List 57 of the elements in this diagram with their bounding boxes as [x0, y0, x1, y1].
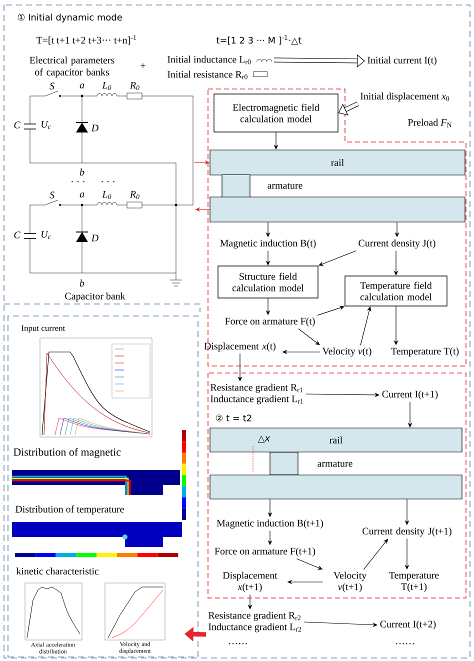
- node-label: b: [80, 280, 84, 286]
- armature-box: [270, 452, 298, 476]
- quantity-text: Current I(t+2): [380, 620, 436, 630]
- parameter-text: Initial inductance L$_{r0}$: [168, 56, 272, 64]
- model-box: Structure field calculation model: [218, 266, 318, 298]
- parameter-text: Resistance gradient R$_{r2}$ Inductance gradient L$_{r2}$: [208, 612, 302, 632]
- component-label: U$_{c}$: [42, 120, 51, 130]
- quantity-text: Force on armature F(t): [225, 317, 315, 327]
- section-heading: ① Initial dynamic mode: [18, 14, 122, 22]
- panel-heading: kinetic characteristic: [16, 567, 99, 574]
- quantity-text: Force on armature F(t+1): [214, 547, 316, 557]
- armature-box: [222, 174, 250, 198]
- quantity-text: Temperature T(t): [391, 347, 459, 357]
- panel-heading: Distribution of temperature: [15, 505, 124, 515]
- panel-frame: [8, 316, 198, 658]
- part-label: armature: [268, 183, 302, 189]
- quantity-text: Displacement x(t): [204, 342, 276, 352]
- component-label: U$_{c}$: [42, 230, 51, 240]
- quantity-text: Displacement x(t+1): [222, 572, 278, 592]
- input-text: Initial displacement x$_{0}$: [360, 92, 450, 102]
- parameter-text: Resistance gradient R$_{r1}$ Inductance gradient L$_{r1}$: [210, 384, 303, 404]
- caption-text: Capacitor bank: [65, 292, 126, 302]
- component-label: R$_{0}$: [130, 190, 140, 200]
- component-label: L$_{0}$: [102, 190, 112, 200]
- parameter-text: Initial resistance R$_{r0}$: [168, 70, 268, 80]
- node-label: b: [80, 168, 84, 176]
- ellipsis: ······: [229, 643, 247, 644]
- arrow: [338, 102, 359, 116]
- ellipsis: · · ·: [72, 181, 84, 182]
- ellipsis: ······: [396, 643, 414, 644]
- plus-sign: +: [140, 63, 146, 68]
- panel-heading: Distribution of magnetic: [14, 448, 121, 458]
- quantity-text: Current I(t+1): [382, 390, 438, 400]
- arrow: [274, 54, 365, 68]
- quantity-text: Current density J(t): [358, 239, 436, 249]
- panel-heading: Input current: [22, 325, 66, 333]
- parameter-text: Electrical parameters of capacitor banks: [30, 56, 114, 78]
- model-box: Temperature field calculation model: [344, 276, 448, 306]
- quantity-text: Velocity v(t+1): [334, 572, 367, 592]
- component-label: D: [91, 124, 98, 132]
- quantity-text: Current density J(t+1): [362, 527, 452, 537]
- quantity-text: Magnetic induction B(t+1): [216, 519, 323, 529]
- component-label: S: [50, 192, 54, 198]
- quantity-text: Velocity v(t): [322, 347, 372, 357]
- quantity-text: Magnetic induction B(t): [220, 239, 316, 249]
- input-text: Preload F$_{N}$: [408, 118, 452, 128]
- node-label: a: [80, 192, 84, 198]
- formula-text: t=[1 2 3 ··· M ]$^{-1}$·△t: [216, 35, 302, 45]
- step-heading: ② t = t2: [216, 414, 252, 422]
- displacement-label: △x: [258, 436, 270, 442]
- formula-text: T=[t t+1 t+2 t+3··· t+n]$^{-1}$: [36, 35, 136, 45]
- part-label: armature: [318, 461, 352, 467]
- ellipsis: · · ·: [102, 181, 114, 182]
- result-text: Initial current I(t): [368, 56, 436, 66]
- component-label: D: [91, 234, 98, 242]
- quantity-text: Temperature T(t+1): [389, 572, 439, 592]
- model-box: Electromagnetic field calculation model: [214, 94, 338, 132]
